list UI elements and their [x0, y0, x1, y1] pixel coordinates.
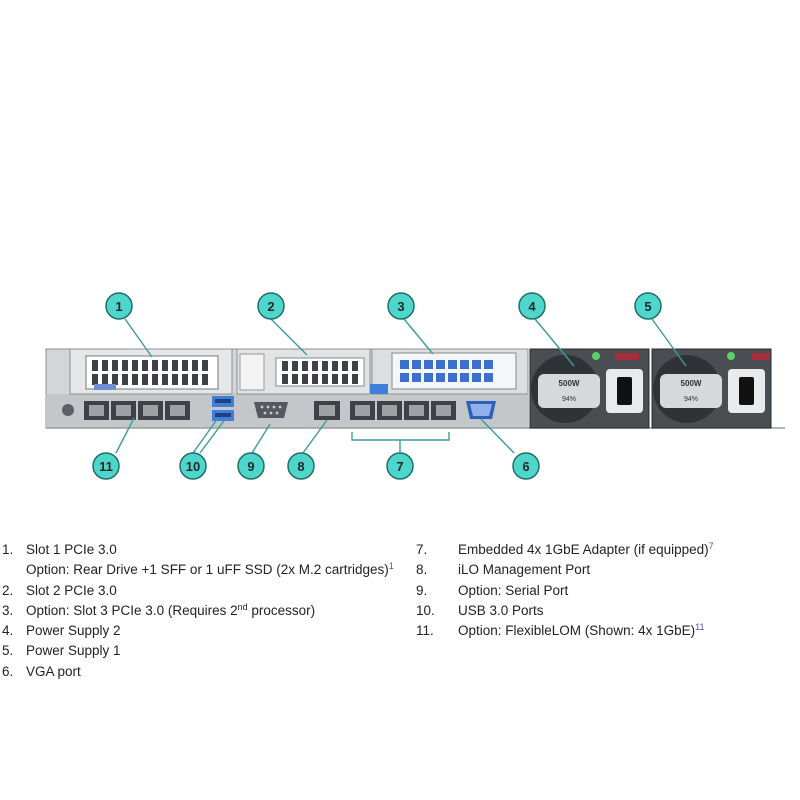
legend-text: Option: Slot 3 PCIe 3.0 (Requires 2 — [26, 602, 238, 618]
legend-text: Option: Serial Port — [458, 582, 569, 598]
legend-text: USB 3.0 Ports — [458, 602, 544, 618]
svg-text:4: 4 — [528, 299, 536, 314]
svg-text:1: 1 — [115, 299, 122, 314]
legend-number: 11. — [416, 623, 434, 639]
legend-text: Embedded 4x 1GbE Adapter (if equipped) — [458, 542, 709, 557]
legend-item-2: 2. Slot 2 PCIe 3.0 — [2, 581, 402, 601]
power-supply-2: 500W 94% — [529, 348, 650, 429]
legend-left-column: 1. Slot 1 PCIe 3.0 Option: Rear Drive +1… — [2, 540, 402, 682]
rear-ports — [62, 396, 496, 421]
legend-item-7: 7. Embedded 4x 1GbE Adapter (if equipped… — [416, 540, 800, 560]
callout-7: 7 — [386, 452, 414, 480]
legend-item-6: 6. VGA port — [2, 662, 402, 682]
legend-item-4: 4. Power Supply 2 — [2, 621, 402, 641]
legend-item-1-option: Option: Rear Drive +1 SFF or 1 uFF SSD (… — [2, 560, 402, 580]
svg-text:6: 6 — [522, 459, 529, 474]
callout-3: 3 — [387, 292, 415, 320]
callout-2: 2 — [257, 292, 285, 320]
callout-6: 6 — [512, 452, 540, 480]
footnote-link[interactable]: 7 — [708, 541, 714, 551]
legend-text: Slot 2 PCIe 3.0 — [26, 582, 117, 598]
legend-item-10: 10. USB 3.0 Ports — [416, 601, 800, 621]
pcie-slot-3 — [370, 348, 529, 395]
callout-8: 8 — [287, 452, 315, 480]
callout-11: 11 — [92, 452, 120, 480]
footnote-link[interactable]: 11 — [695, 622, 705, 633]
psu-2-efficiency: 94% — [562, 396, 576, 403]
pcie-slot-1 — [69, 348, 233, 395]
svg-text:11: 11 — [99, 459, 113, 474]
serial-port — [254, 402, 288, 418]
legend-text: processor) — [247, 602, 316, 618]
legend-number: 1. — [2, 542, 14, 557]
legend-item-8: 8. iLO Management Port — [416, 560, 800, 580]
server-rear-diagram: 500W 94% 500W 94% — [45, 292, 785, 480]
svg-text:5: 5 — [644, 299, 651, 314]
power-supply-1: 500W 94% — [651, 348, 772, 429]
leader-lines — [115, 318, 687, 454]
legend-number: 3. — [2, 602, 14, 618]
callout-5: 5 — [634, 292, 662, 320]
vga-port — [466, 401, 496, 419]
callout-4: 4 — [518, 292, 546, 320]
legend-number: 4. — [2, 623, 14, 639]
psu-2-wattage: 500W — [559, 379, 580, 388]
legend-number: 9. — [416, 582, 428, 598]
legend-text: Power Supply 1 — [26, 643, 121, 659]
callout-10: 10 — [179, 452, 207, 480]
legend-item-11: 11. Option: FlexibleLOM (Shown: 4x 1GbE)… — [416, 621, 800, 641]
callout-9: 9 — [237, 452, 265, 480]
svg-text:2: 2 — [267, 299, 274, 314]
legend-number: 2. — [2, 582, 14, 598]
legend-text: Slot 1 PCIe 3.0 — [26, 542, 117, 557]
legend-text: Option: FlexibleLOM (Shown: 4x 1GbE) — [458, 623, 696, 639]
superscript: nd — [237, 601, 248, 612]
legend-number: 10. — [416, 602, 435, 618]
legend-item-3: 3. Option: Slot 3 PCIe 3.0 (Requires 2nd… — [2, 601, 402, 621]
psu-1-efficiency: 94% — [684, 396, 698, 403]
legend-item-1: 1. Slot 1 PCIe 3.0 — [2, 540, 402, 560]
legend-text: iLO Management Port — [458, 562, 591, 578]
svg-text:3: 3 — [397, 299, 404, 314]
svg-text:7: 7 — [396, 459, 403, 474]
psu-1-wattage: 500W — [681, 379, 702, 388]
legend-number: 6. — [2, 663, 14, 679]
ilo-port — [314, 401, 340, 420]
legend-item-5: 5. Power Supply 1 — [2, 641, 402, 661]
legend-number: 8. — [416, 562, 428, 578]
legend-text: VGA port — [26, 663, 81, 679]
svg-text:9: 9 — [247, 459, 254, 474]
callout-1: 1 — [105, 292, 133, 320]
legend-number: 7. — [416, 542, 428, 557]
footnote-link[interactable]: 1 — [388, 561, 394, 572]
pcie-slot-2 — [236, 348, 371, 395]
legend-text: Option: Rear Drive +1 SFF or 1 uFF SSD (… — [26, 562, 389, 578]
legend-item-9: 9. Option: Serial Port — [416, 581, 800, 601]
svg-text:10: 10 — [186, 459, 200, 474]
svg-text:8: 8 — [297, 459, 304, 474]
usb-ports — [212, 396, 234, 421]
legend-right-column: 7. Embedded 4x 1GbE Adapter (if equipped… — [416, 540, 800, 641]
legend-text: Power Supply 2 — [26, 623, 121, 639]
legend-number: 5. — [2, 643, 14, 659]
